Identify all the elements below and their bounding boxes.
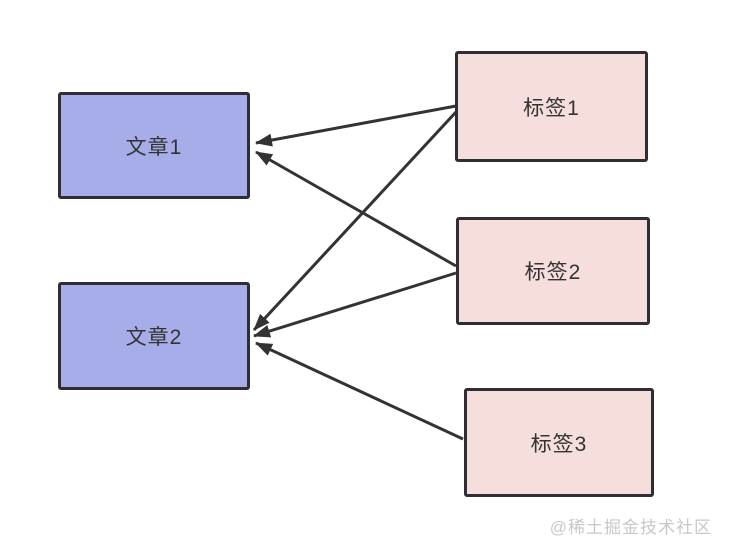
node-tag3-label: 标签3 — [530, 432, 588, 456]
watermark: @稀土掘金技术社区 — [549, 518, 712, 537]
node-article2-label: 文章2 — [125, 326, 183, 349]
node-tag2-label: 标签2 — [524, 261, 582, 284]
edge-tag1-to-article1 — [255, 104, 457, 147]
edge-tag3-to-article2 — [255, 341, 464, 441]
node-tag1: 标签1 — [455, 51, 648, 162]
node-tag1-label: 标签1 — [523, 96, 580, 120]
node-article1: 文章1 — [58, 92, 250, 199]
node-tag3: 标签3 — [464, 388, 654, 497]
node-tag2: 标签2 — [456, 217, 650, 325]
edge-tag1-to-article2 — [252, 110, 458, 332]
edge-tag2-to-article2 — [253, 271, 457, 338]
edge-tag2-to-article1 — [255, 150, 457, 268]
node-article1-label: 文章1 — [125, 135, 183, 159]
node-article2: 文章2 — [58, 282, 250, 390]
